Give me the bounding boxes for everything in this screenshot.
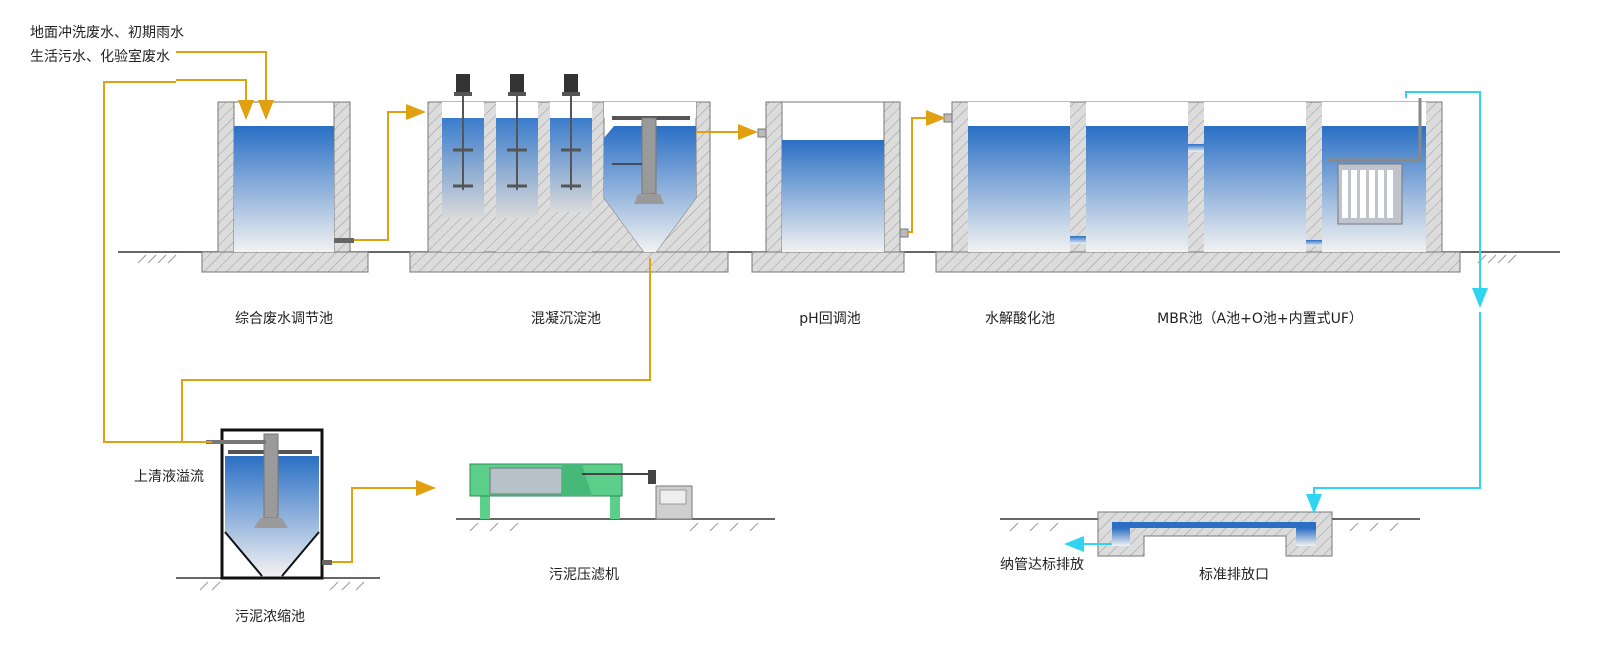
hydrolysis-tank-label: 水解酸化池 bbox=[985, 311, 1055, 327]
standard-outfall bbox=[1097, 511, 1333, 557]
supernatant-overflow-label: 上清液溢流 bbox=[134, 469, 204, 485]
ph-tank bbox=[751, 101, 909, 273]
ph-tank-label: pH回调池 bbox=[799, 311, 861, 327]
influent-source-label-2: 生活污水、化验室废水 bbox=[30, 49, 170, 65]
sludge-flow-lines bbox=[103, 51, 946, 563]
ph-water bbox=[782, 140, 884, 252]
mixer-motor-icon bbox=[453, 74, 473, 190]
sludge-thickener bbox=[206, 428, 332, 580]
hydrolysis-foundation bbox=[935, 251, 1461, 273]
outfall-label: 标准排放口 bbox=[1199, 567, 1269, 583]
equalization-water bbox=[234, 126, 334, 252]
center-well bbox=[641, 117, 657, 195]
influent-line-2 bbox=[176, 79, 254, 120]
line-ph-to-hydrolysis bbox=[908, 110, 946, 233]
equalization-tank-label: 综合废水调节池 bbox=[235, 311, 333, 327]
equalization-tank bbox=[201, 101, 369, 273]
equalization-outlet-valve bbox=[334, 238, 354, 243]
ph-foundation bbox=[751, 251, 905, 273]
filter-plate-stack bbox=[489, 467, 563, 495]
filter-press-label: 污泥压滤机 bbox=[549, 567, 619, 583]
ground-lines bbox=[118, 251, 1560, 579]
uf-membrane-module-icon bbox=[1328, 98, 1422, 225]
coagulation-tank-label: 混凝沉淀池 bbox=[531, 311, 601, 327]
influent-line-1 bbox=[176, 51, 274, 120]
mixer-motor-icon bbox=[507, 74, 527, 190]
influent-source-label-1: 地面冲洗废水、初期雨水 bbox=[30, 25, 184, 41]
thickener-label: 污泥浓缩池 bbox=[235, 609, 305, 625]
treated-water-line bbox=[1064, 91, 1488, 552]
supernatant-return-line bbox=[103, 81, 206, 443]
coagulation-tank bbox=[409, 74, 729, 273]
thickener-center-well bbox=[263, 433, 279, 519]
mbr-tank-label: MBR池（A池+O池+内置式UF） bbox=[1157, 311, 1363, 327]
discharge-label: 纳管达标排放 bbox=[1000, 557, 1084, 573]
equalization-foundation bbox=[201, 251, 369, 273]
coagulation-foundation bbox=[409, 251, 729, 273]
ground-hatch-marks bbox=[137, 254, 1517, 591]
mixer-motor-icon bbox=[561, 74, 581, 190]
filter-press-icon bbox=[469, 463, 693, 520]
hydrolysis-mbr-tank bbox=[935, 98, 1461, 273]
line-equalization-to-coagulation bbox=[354, 104, 426, 241]
line-thickener-to-press bbox=[332, 480, 436, 563]
sludge-to-thickener-line bbox=[181, 258, 651, 443]
